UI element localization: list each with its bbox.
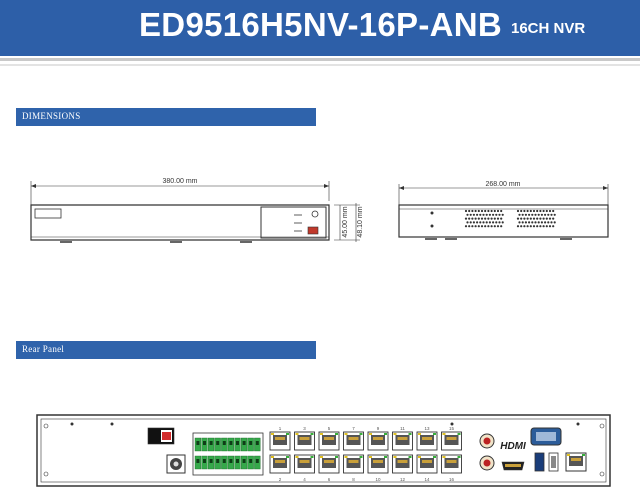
dimensions-section-bar: DIMENSIONS	[16, 108, 316, 126]
rear-panel-section-title: Rear Panel	[22, 344, 65, 354]
port-number-label: 6	[328, 477, 331, 482]
rj45-port-icon	[416, 431, 438, 451]
dimensions-section-title: DIMENSIONS	[22, 111, 81, 121]
rj45-port-icon	[441, 431, 462, 451]
front-overall-height-label: 48.10 mm	[357, 206, 364, 237]
front-width-label: 380.00 mm	[162, 178, 197, 185]
rj45-port-icon	[367, 454, 389, 474]
port-number-label: 8	[352, 477, 355, 482]
port-number-label: 4	[303, 477, 306, 482]
rj45-port-icon	[343, 431, 364, 451]
side-depth-label: 268.00 mm	[485, 181, 520, 188]
rj45-port-icon	[392, 431, 413, 451]
rj45-port-icon	[392, 454, 413, 474]
front-view-drawing	[30, 181, 360, 243]
rj45-port-icon	[318, 431, 340, 451]
rj45-port-icon	[294, 431, 315, 451]
port-number-label: 10	[375, 477, 381, 482]
model-title: ED9516H5NV-16P-ANB	[139, 6, 503, 43]
rj45-port-icon	[441, 454, 462, 474]
terminal-block-icon	[192, 432, 264, 476]
port-number-label: 16	[449, 477, 455, 482]
port-number-label: 1	[279, 426, 282, 431]
header-banner: ED9516H5NV-16P-ANB 16CH NVR	[0, 0, 640, 56]
port-number-label: 9	[377, 426, 380, 431]
hdmi-port-icon	[501, 461, 525, 471]
rj45-port-icon	[367, 431, 389, 451]
usb-port-icon	[534, 452, 559, 472]
power-switch-icon	[147, 427, 175, 445]
vent-grille	[464, 209, 556, 228]
rca-audio-icon	[479, 433, 495, 471]
port-number-label: 7	[352, 426, 355, 431]
port-number-label: 13	[424, 426, 430, 431]
rj45-port-icon	[565, 452, 587, 472]
port-number-label: 15	[449, 426, 455, 431]
rj45-port-icon	[294, 454, 315, 474]
front-height-label: 45.00 mm	[342, 206, 349, 237]
port-number-label: 12	[400, 477, 406, 482]
hdmi-logo: HDMI	[500, 441, 526, 452]
rj45-port-icon	[318, 454, 340, 474]
model-subtitle: 16CH NVR	[511, 20, 586, 37]
port-number-label: 14	[424, 477, 430, 482]
rj45-port-icon	[416, 454, 438, 474]
divider	[0, 58, 640, 61]
port-number-label: 11	[400, 426, 405, 431]
rj45-port-icon	[269, 454, 291, 474]
rj45-port-icon	[343, 454, 364, 474]
port-number-label: 5	[328, 426, 331, 431]
vga-port-icon	[530, 427, 562, 446]
rj45-port-icon	[269, 431, 291, 451]
port-number-label: 2	[279, 477, 282, 482]
side-view-drawing	[398, 184, 609, 240]
port-number-label: 3	[303, 426, 306, 431]
divider	[0, 64, 640, 66]
dc-power-jack-icon	[166, 454, 186, 474]
rear-panel-section-bar: Rear Panel	[16, 341, 316, 359]
